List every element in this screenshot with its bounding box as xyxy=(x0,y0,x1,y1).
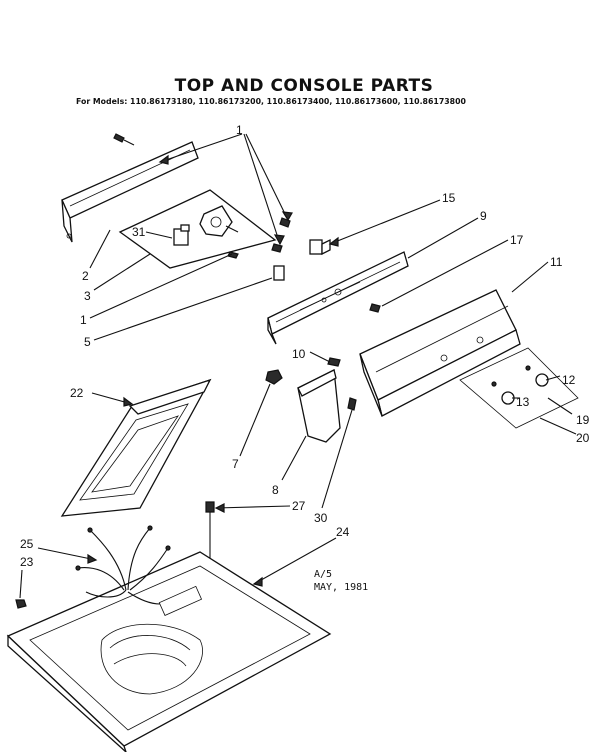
callout-12: 12 xyxy=(562,373,576,387)
part-9-console-rail xyxy=(267,251,409,345)
revision-date: A/5 MAY, 1981 xyxy=(314,568,368,594)
callout-7: 7 xyxy=(232,457,239,471)
timer-housing xyxy=(199,205,239,237)
callout-20: 20 xyxy=(576,431,590,445)
callout-labels: 1 2 3 1 5 31 15 9 17 11 12 13 19 20 10 7… xyxy=(20,123,590,569)
leader-lines xyxy=(19,133,577,599)
part-15-clip xyxy=(309,238,331,256)
callout-3: 3 xyxy=(84,289,91,303)
screw-1-top xyxy=(113,133,135,146)
part-11-console-panel xyxy=(359,289,521,417)
screw-17 xyxy=(369,303,381,313)
diagram-title: TOP AND CONSOLE PARTS xyxy=(174,76,434,96)
part-25-wire-harness xyxy=(75,525,171,605)
callout-17: 17 xyxy=(510,233,524,247)
part-24-top-panel xyxy=(6,551,332,752)
part-30-screw xyxy=(347,397,357,411)
callout-2: 2 xyxy=(82,269,89,283)
callout-1b: 1 xyxy=(80,313,87,327)
callout-24: 24 xyxy=(336,525,350,539)
part-22-lint-housing xyxy=(60,378,212,517)
callout-27: 27 xyxy=(292,499,306,513)
model-numbers: For Models: 110.86173180, 110.86173200, … xyxy=(76,97,466,106)
callout-22: 22 xyxy=(70,386,84,400)
parts-12-13-controls xyxy=(459,347,579,429)
callout-15: 15 xyxy=(442,191,456,205)
part-5-clip xyxy=(273,265,285,281)
callout-25: 25 xyxy=(20,537,34,551)
callout-19: 19 xyxy=(576,413,590,427)
revision-code: A/5 xyxy=(314,569,333,580)
callout-9: 9 xyxy=(480,209,487,223)
callout-11: 11 xyxy=(550,255,563,269)
issue-date: MAY, 1981 xyxy=(314,582,369,593)
callout-23: 23 xyxy=(20,555,34,569)
part-3-mounting-plate xyxy=(118,189,277,269)
callout-1a: 1 xyxy=(236,123,243,137)
callout-31: 31 xyxy=(132,225,146,239)
part-31-switch xyxy=(173,224,190,246)
callout-13: 13 xyxy=(516,395,530,409)
part-8-cover xyxy=(297,368,341,443)
callout-5: 5 xyxy=(84,335,91,349)
callout-30: 30 xyxy=(314,511,328,525)
part-23-screw xyxy=(15,599,27,609)
callout-8: 8 xyxy=(272,483,279,497)
part-7-knob xyxy=(265,369,283,385)
part-10-screw xyxy=(327,357,341,367)
callout-10: 10 xyxy=(292,347,306,361)
